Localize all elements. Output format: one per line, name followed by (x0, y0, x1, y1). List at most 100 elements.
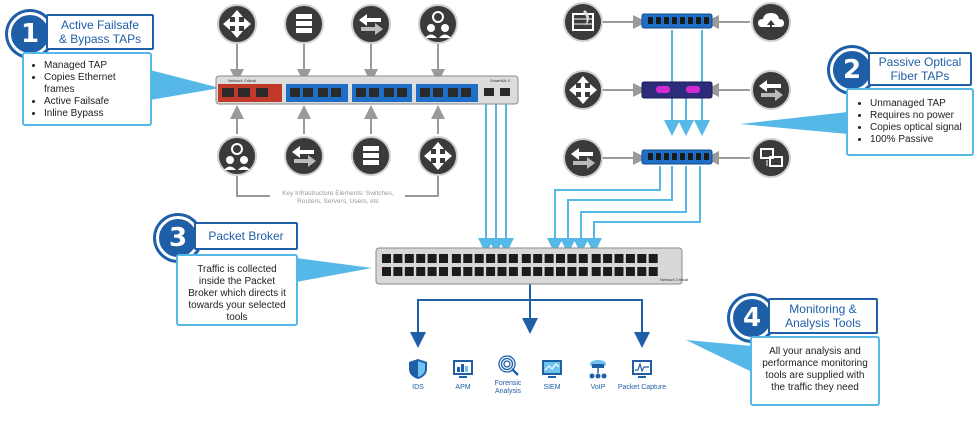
broker-port (486, 267, 496, 276)
broker-port (416, 267, 426, 276)
packet-capture-icon (631, 358, 653, 380)
callout-2-pointer (740, 112, 848, 134)
broker-port (533, 267, 543, 276)
callout-2-body: Unmanaged TAP Requires no power Copies o… (846, 88, 974, 156)
callout-1-number: 1 (8, 12, 52, 56)
broker-port (556, 254, 565, 263)
bullet: Inline Bypass (44, 108, 144, 120)
fiber-tap-3 (641, 149, 713, 165)
active-tap-chassis: Network Critical SmartNA-X (215, 75, 519, 105)
arrows-switch-icon (563, 70, 603, 110)
callout-1-body: Managed TAP Copies Ethernet frames Activ… (22, 52, 152, 126)
tap-to-broker-links (478, 30, 710, 254)
bullet: Unmanaged TAP (870, 98, 966, 110)
callout-4-number: 4 (730, 296, 774, 340)
tool-ids: IDS (393, 358, 443, 392)
broker-port (521, 254, 531, 263)
bullet: Requires no power (870, 110, 966, 122)
broker-port (533, 254, 543, 263)
broker-port (544, 254, 554, 263)
broker-port (603, 267, 613, 276)
callout-3-body: Traffic is collected inside the Packet B… (176, 254, 298, 326)
callout-3-pointer (296, 258, 372, 282)
router-arrows-icon (284, 136, 324, 176)
broker-brand: Network Critical (660, 277, 688, 282)
tool-siem: SIEM (527, 358, 577, 392)
tool-voip: VoIP (573, 358, 623, 392)
users-icon (418, 4, 458, 44)
callout-4-title-line1: Monitoring & (789, 302, 857, 316)
broker-port (463, 254, 473, 263)
device1-brand: Network Critical (228, 78, 256, 83)
callout-2-bullets: Unmanaged TAP Requires no power Copies o… (856, 98, 966, 146)
broker-port (578, 254, 588, 263)
router-arrows-icon (751, 70, 791, 110)
broker-port (614, 267, 624, 276)
broker-port (625, 254, 635, 263)
callout-1-title: Active Failsafe& Bypass TAPs (46, 14, 154, 50)
broker-port (393, 254, 403, 263)
shield-icon (407, 358, 429, 380)
firewall-icon (563, 2, 603, 42)
callout-4-text: All your analysis and performance monito… (762, 346, 868, 393)
broker-port (637, 267, 647, 276)
callout-4-title-line2: Analysis Tools (785, 316, 861, 330)
broker-port (625, 267, 635, 276)
apm-chart-icon (452, 358, 474, 380)
callout-4-title: Monitoring &Analysis Tools (768, 298, 878, 334)
broker-port (648, 267, 658, 276)
callout-3-title: Packet Broker (194, 222, 298, 250)
broker-port (508, 254, 518, 263)
broker-port (497, 267, 507, 276)
broker-port (567, 267, 577, 276)
computers-icon (751, 138, 791, 178)
fiber-tap-1 (641, 13, 713, 29)
callout-1-bullets: Managed TAP Copies Ethernet frames Activ… (30, 60, 144, 120)
fingerprint-icon (497, 354, 519, 376)
broker-port (591, 254, 601, 263)
arrows-switch-icon (217, 4, 257, 44)
broker-port (404, 254, 414, 263)
broker-port (382, 254, 391, 263)
users-icon (217, 136, 257, 176)
callout-2-title-line1: Passive Optical (878, 55, 962, 69)
broker-port (648, 254, 658, 263)
bullet: Copies optical signal (870, 122, 966, 134)
broker-port (567, 254, 577, 263)
tool-label: SIEM (543, 384, 561, 391)
infra-label: Key Infrastructure Elements: Switches, R… (282, 190, 394, 205)
router-arrows-icon (563, 138, 603, 178)
tool-label: VoIP (590, 384, 606, 391)
tool-label: IDS (412, 384, 424, 391)
broker-port (439, 254, 448, 263)
server-rack-icon (284, 4, 324, 44)
callout-1-pointer (150, 70, 220, 100)
tool-distribution-links (410, 284, 650, 348)
broker-port (486, 254, 496, 263)
broker-port (556, 267, 565, 276)
callout-4-body: All your analysis and performance monito… (750, 336, 880, 406)
callout-1-title-line1: Active Failsafe (60, 18, 139, 32)
siem-monitor-icon (541, 358, 563, 380)
callout-4-pointer (686, 340, 752, 372)
broker-port (451, 254, 461, 263)
broker-port (521, 267, 531, 276)
callout-1-title-line2: & Bypass TAPs (58, 32, 142, 46)
broker-port (474, 254, 484, 263)
callout-2-title-line2: Fiber TAPs (890, 69, 950, 83)
infra-links (230, 15, 750, 197)
broker-port (404, 267, 414, 276)
tool-label: Forensic Analysis (494, 380, 522, 395)
callout-3-text: Traffic is collected inside the Packet B… (188, 264, 286, 323)
tool-forensic-analysis: Forensic Analysis (483, 354, 533, 396)
broker-port (474, 267, 484, 276)
voip-phone-icon (587, 358, 609, 380)
broker-port (416, 254, 426, 263)
broker-port (427, 267, 437, 276)
bullet: 100% Passive (870, 134, 966, 146)
bullet: Copies Ethernet frames (44, 72, 144, 96)
fiber-tap-2 (641, 81, 713, 99)
broker-port (382, 267, 391, 276)
